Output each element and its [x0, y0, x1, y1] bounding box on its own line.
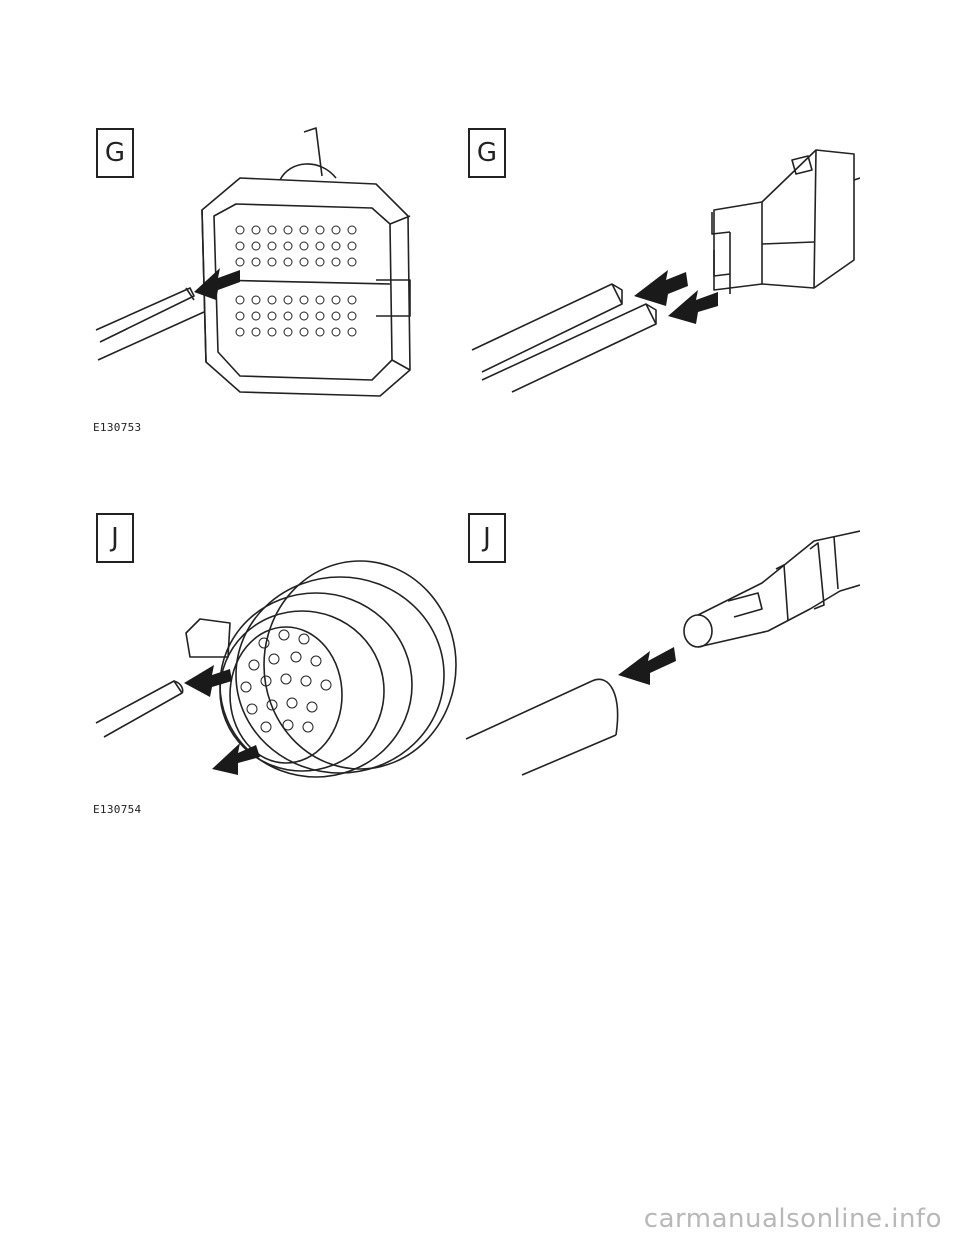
figure-e130754: J [90, 505, 870, 780]
figure-caption: E130753 [93, 421, 142, 434]
insert-arrow-lower [212, 743, 260, 775]
step-label: J [96, 513, 134, 563]
figure-caption: E130754 [93, 803, 142, 816]
step-label: J [468, 513, 506, 563]
flat-terminal-drawing [471, 149, 860, 393]
connector-illustration-j-left: J [90, 505, 488, 780]
step-label: G [468, 128, 506, 178]
terminal-illustration-j-right: J [462, 505, 860, 780]
watermark: carmanualsonline.info [643, 1204, 942, 1234]
insert-arrow [194, 268, 240, 300]
connector-illustration-g-left: G [90, 120, 488, 400]
circular-connector-drawing [95, 560, 457, 778]
rectangular-connector-drawing [95, 127, 411, 397]
insert-arrow-upper [634, 270, 688, 306]
terminal-illustration-g-right: G [462, 120, 860, 400]
figure-e130753: G [90, 120, 870, 400]
step-label: G [96, 128, 134, 178]
round-terminal-drawing [465, 530, 860, 776]
insert-arrow [618, 647, 676, 685]
insert-arrow-lower [668, 290, 718, 324]
insert-arrow-upper [184, 665, 232, 697]
